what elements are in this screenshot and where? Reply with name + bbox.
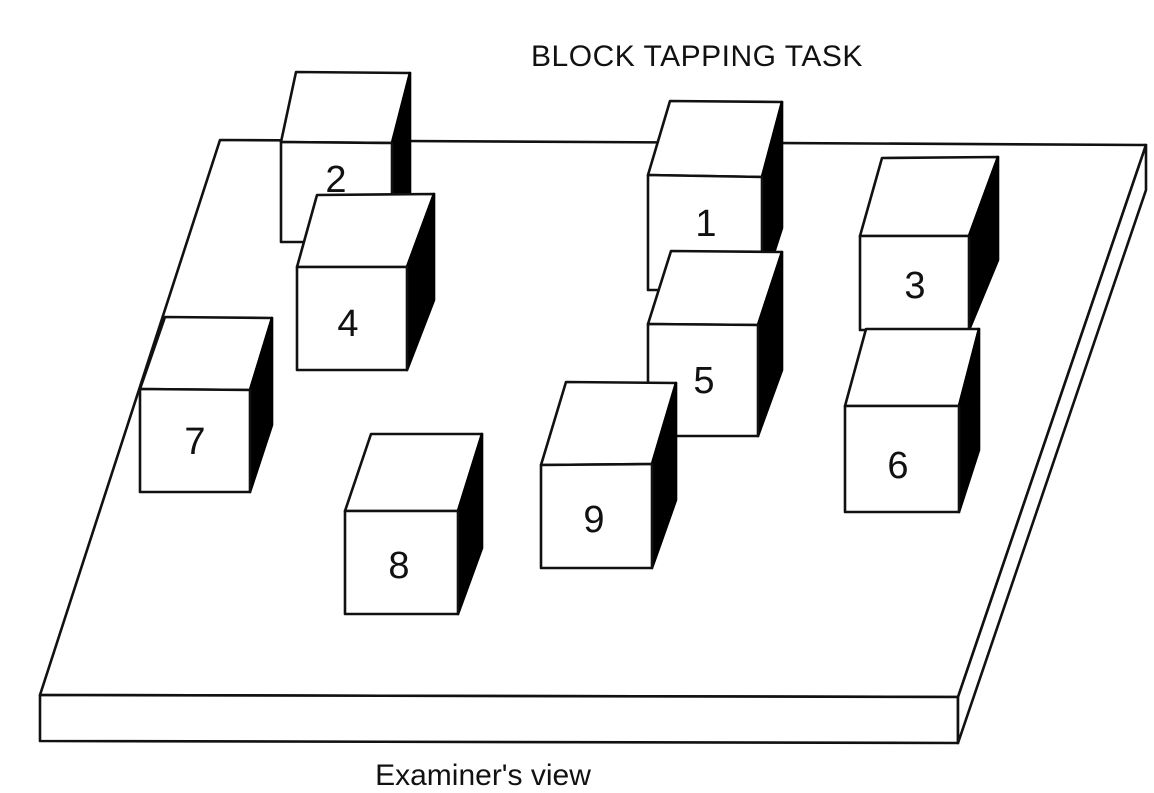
- block-7-number: 7: [184, 421, 205, 463]
- block-6-number: 6: [887, 445, 908, 487]
- block-6-top-face: [843, 327, 981, 408]
- block-2-number: 2: [325, 159, 346, 201]
- block-2-top-face: [279, 70, 412, 145]
- block-6: 6: [843, 327, 981, 514]
- block-5-number: 5: [693, 360, 714, 402]
- block-6-front-face: [843, 404, 961, 514]
- block-4-front-face: [295, 265, 409, 372]
- block-1-number: 1: [695, 203, 716, 245]
- board-front-edge: [38, 693, 960, 745]
- block-9: 9: [539, 380, 678, 570]
- block-3-number: 3: [904, 265, 925, 307]
- board-side-edge: [956, 143, 1148, 745]
- block-4-number: 4: [337, 303, 358, 345]
- block-8: 8: [343, 432, 484, 616]
- block-8-number: 8: [388, 545, 409, 587]
- block-9-front-face: [539, 462, 654, 570]
- block-9-number: 9: [583, 499, 604, 541]
- block-7-front-face: [138, 387, 252, 494]
- diagram-caption: Examiner's view: [375, 759, 591, 792]
- block-4: 4: [295, 192, 436, 372]
- diagram-title: BLOCK TAPPING TASK: [531, 40, 863, 73]
- block-1-top-face: [646, 99, 784, 179]
- block-8-front-face: [343, 509, 460, 616]
- block-7: 7: [138, 315, 274, 494]
- block-3: 3: [858, 155, 1000, 332]
